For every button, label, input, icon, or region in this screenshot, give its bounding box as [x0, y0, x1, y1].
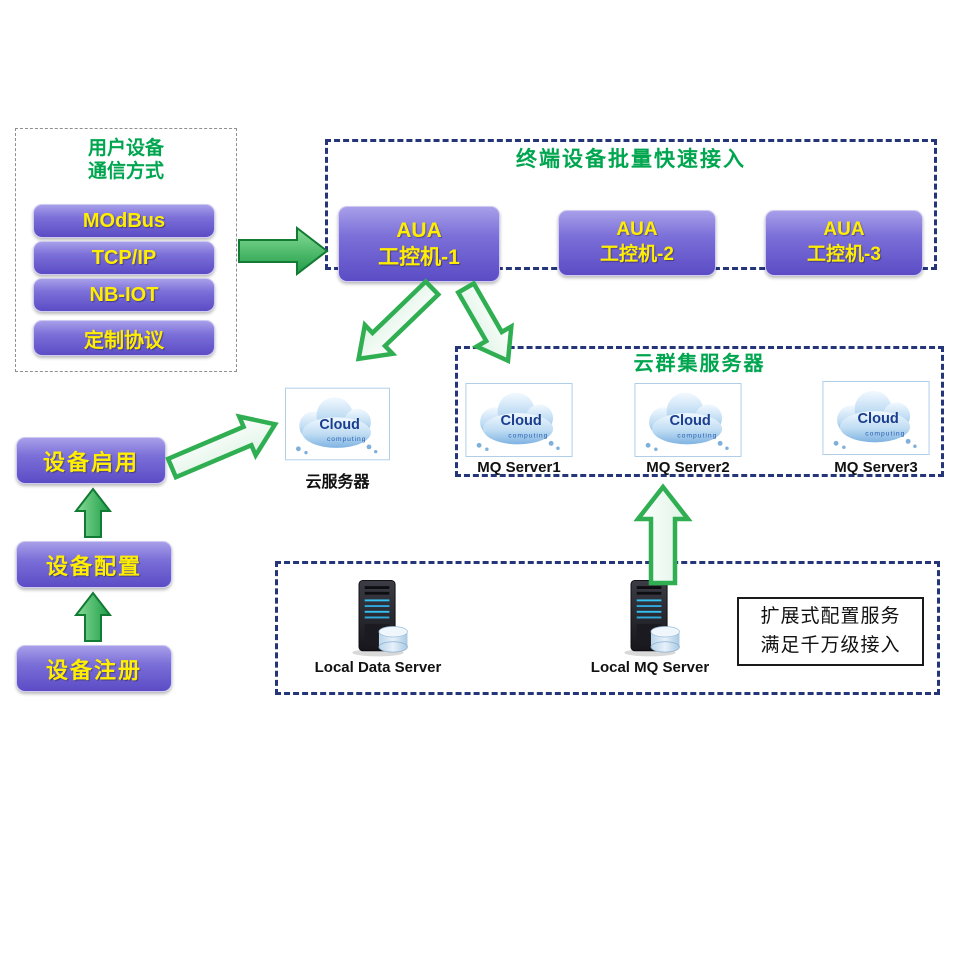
aua-node-3-line1: AUA [823, 219, 865, 241]
cloud-cluster-box [455, 346, 944, 477]
aua-node-1-line1: AUA [396, 218, 442, 242]
scaling-note-line1: 扩展式配置服务 [760, 606, 901, 627]
aua-node-1-line2: 工控机-1 [378, 246, 460, 269]
arrow-aua1-to-cloud [355, 278, 442, 362]
arrow-config-to-enable [73, 487, 113, 538]
aua-node-3-line2: 工控机-3 [807, 244, 881, 265]
comm-box-title-line2: 通信方式 [87, 160, 164, 182]
mq-server3-label: MQ Server3 [834, 459, 918, 476]
mq-server3-icon [822, 381, 930, 455]
mq-server1-label: MQ Server1 [477, 459, 561, 476]
device-config-button: 设备配置 [16, 541, 172, 588]
comm-item-modbus: MOdBus [33, 204, 215, 238]
comm-box-title: 用户设备 通信方式 [15, 138, 237, 184]
local-data-server-label: Local Data Server [314, 659, 442, 676]
mq-server2-icon [633, 383, 743, 457]
arrow-register-to-config [73, 591, 113, 642]
aua-node-3: AUA 工控机-3 [765, 210, 923, 276]
comm-item-custom-protocol: 定制协议 [33, 320, 215, 356]
comm-box-title-line1: 用户设备 [87, 138, 164, 159]
aua-node-1: AUA 工控机-1 [338, 206, 500, 282]
comm-item-nbiot: NB-IOT [33, 278, 215, 312]
aua-node-2-line1: AUA [616, 219, 658, 241]
local-mq-server-icon [612, 575, 688, 659]
local-servers-box [275, 561, 940, 695]
mq-server2-label: MQ Server2 [646, 459, 730, 476]
device-register-button: 设备注册 [16, 645, 172, 692]
aua-node-2: AUA 工控机-2 [558, 210, 716, 276]
mq-server1-icon [463, 383, 575, 457]
cloud-server-label: 云服务器 [305, 474, 370, 491]
comm-item-tcpip: TCP/IP [33, 241, 215, 275]
cluster-box-title: 云群集服务器 [633, 353, 766, 375]
arrow-comm-to-aua [238, 225, 329, 277]
cloud-server-icon [285, 386, 390, 462]
local-data-server-icon [340, 575, 416, 659]
scaling-note-line2: 满足千万级接入 [760, 634, 901, 656]
local-mq-server-label: Local MQ Server [590, 659, 710, 676]
scaling-note-box: 扩展式配置服务 满足千万级接入 [737, 597, 924, 666]
terminal-box-title: 终端设备批量快速接入 [516, 148, 746, 171]
arrow-enable-to-cloud [165, 413, 279, 481]
device-enable-button: 设备启用 [16, 437, 166, 484]
aua-node-2-line2: 工控机-2 [600, 244, 674, 265]
